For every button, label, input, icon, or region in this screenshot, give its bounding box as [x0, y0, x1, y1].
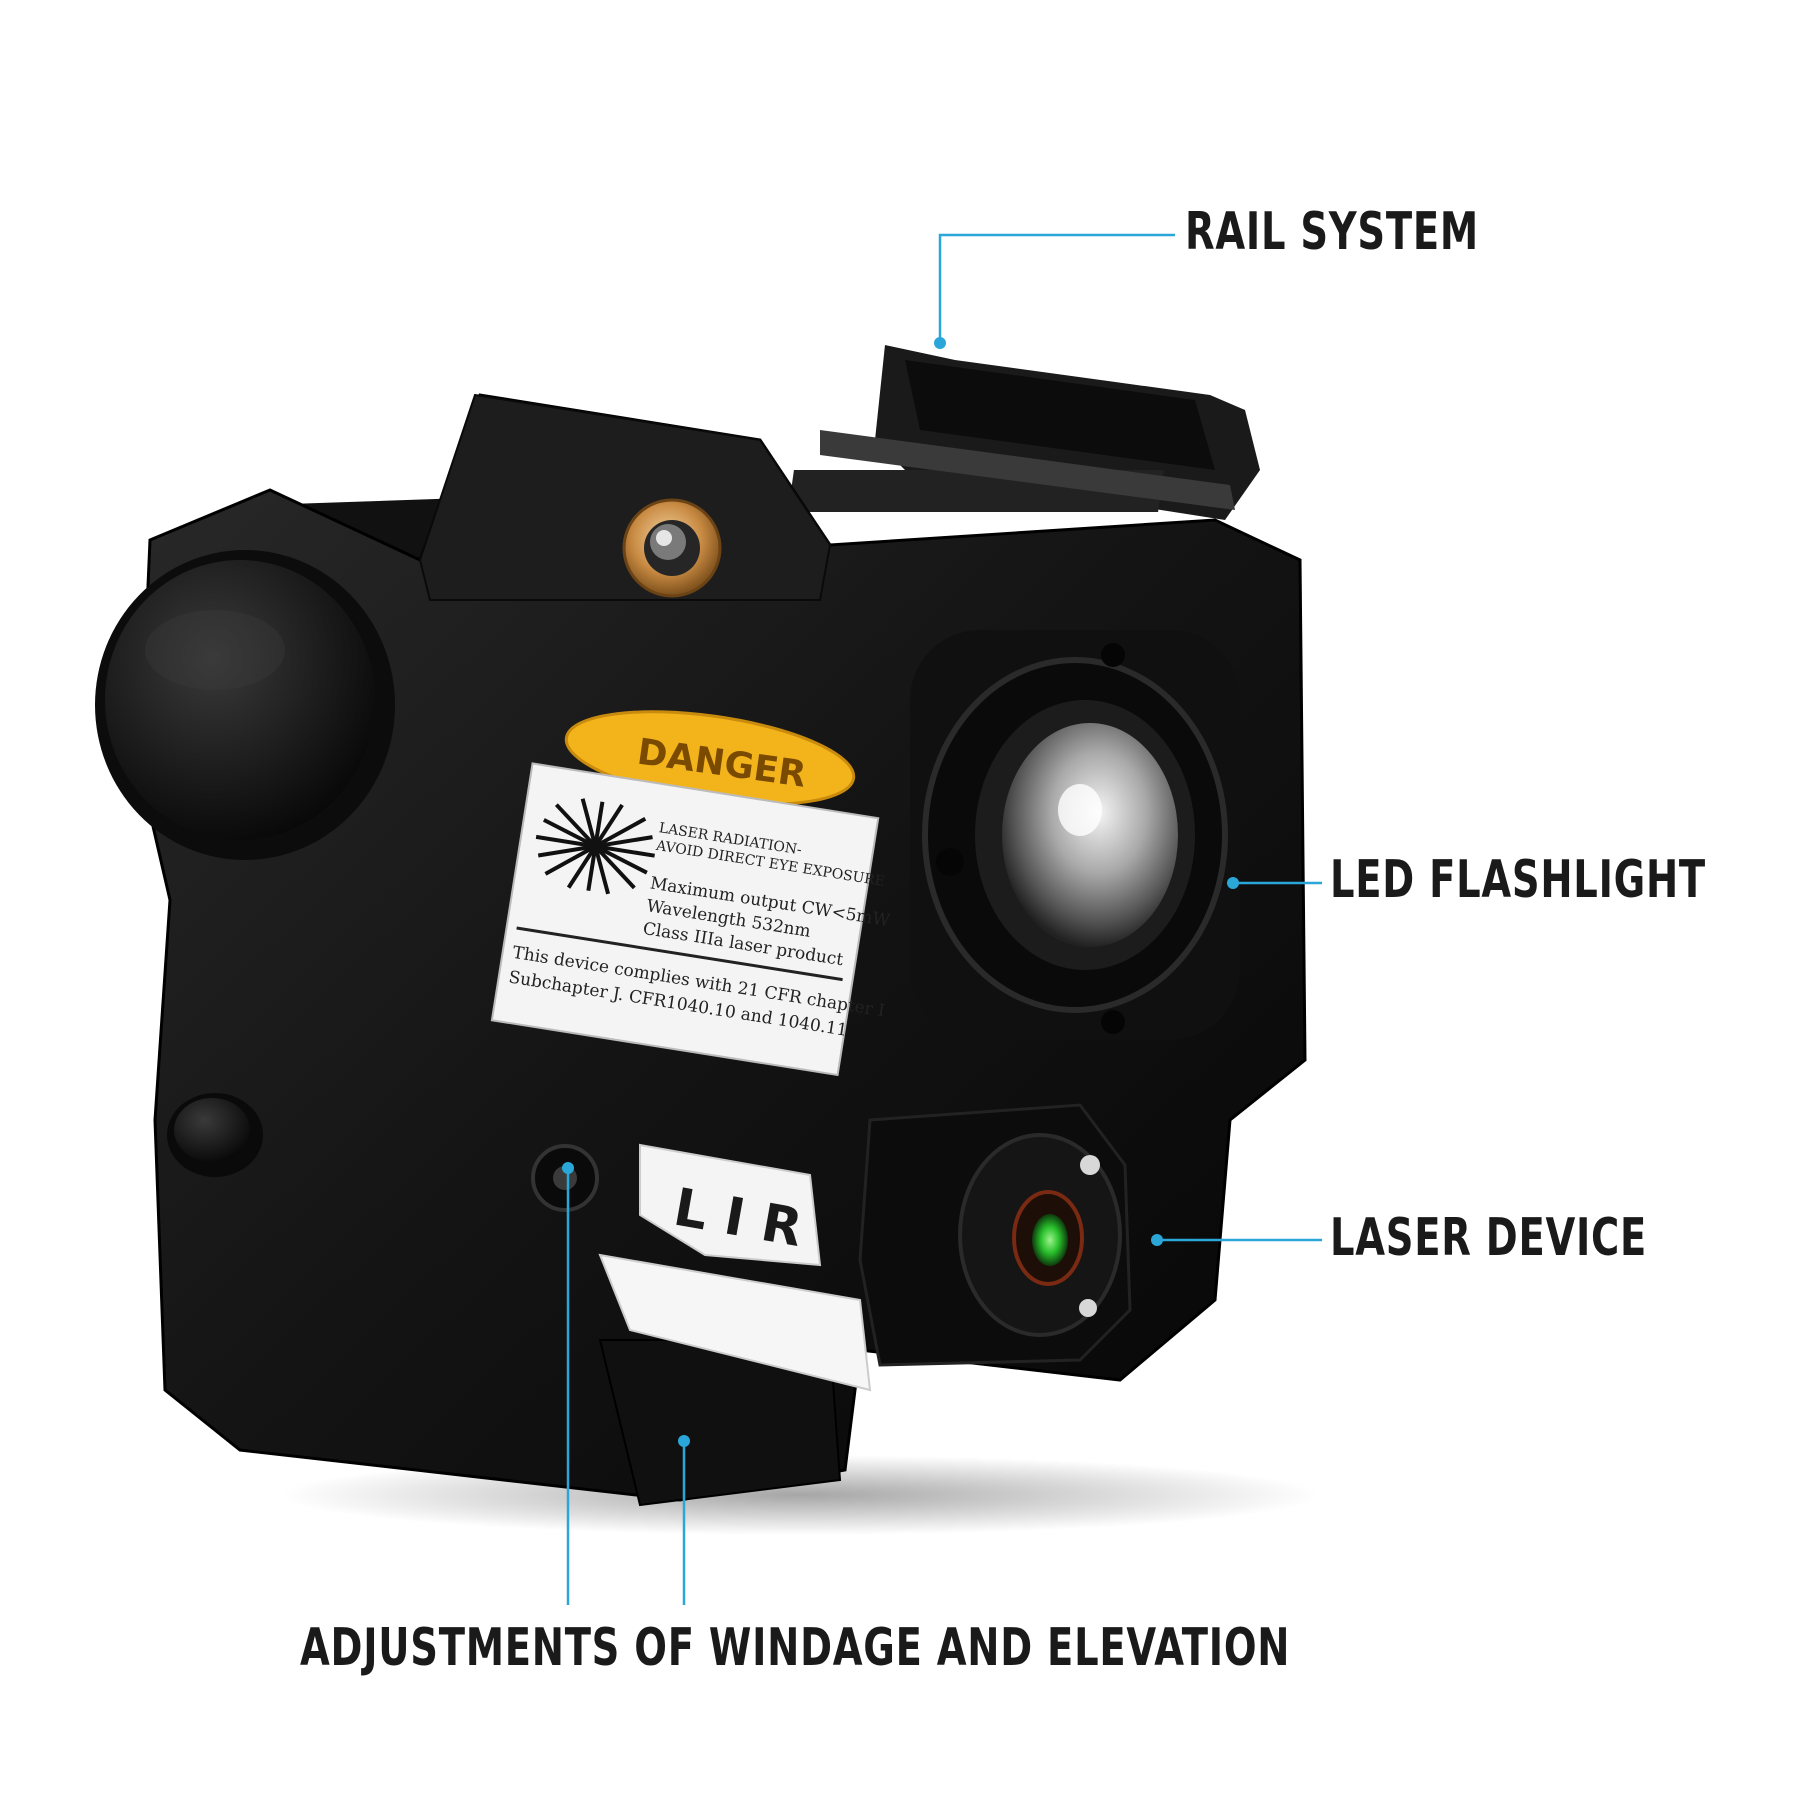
laser-callout-dot — [1151, 1234, 1163, 1246]
led-flashlight-label: LED FLASHLIGHT — [1330, 850, 1706, 910]
rail-system-label: RAIL SYSTEM — [1185, 202, 1479, 262]
laser-housing — [858, 1103, 1132, 1367]
callout-lines — [562, 233, 1322, 1605]
laser-starburst-icon — [535, 798, 655, 895]
adjustments-label: ADJUSTMENTS OF WINDAGE AND ELEVATION — [300, 1618, 1291, 1678]
top-block — [418, 393, 832, 601]
rail-callout-line — [938, 233, 1175, 343]
laser-device-label: LASER DEVICE — [1330, 1208, 1648, 1268]
led-flashlight — [910, 630, 1240, 1040]
top-adjustment-screw — [622, 498, 722, 598]
side-adjustment-screw — [531, 1144, 599, 1212]
elevation-callout-dot — [678, 1435, 690, 1447]
warning-label: LASER RADIATION- AVOID DIRECT EYE EXPOSU… — [490, 762, 892, 1077]
activation-button — [167, 1093, 263, 1177]
led-callout-dot — [1227, 877, 1239, 889]
rail-callout-dot — [934, 337, 946, 349]
mode-switch-label: L I R — [598, 1143, 872, 1392]
pressure-pad — [95, 550, 395, 860]
windage-callout-dot — [562, 1162, 574, 1174]
rail — [788, 345, 1260, 520]
